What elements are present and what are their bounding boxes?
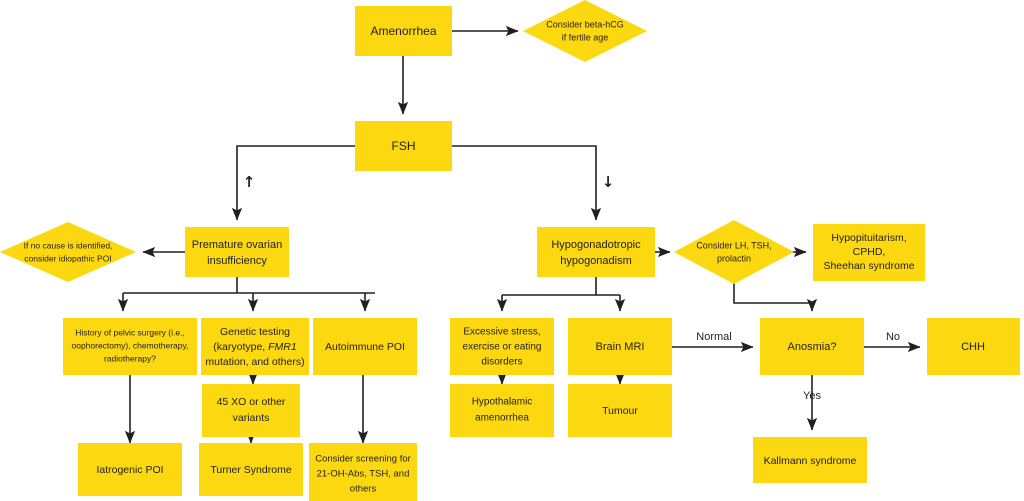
node-beta-hcg-line2: if fertile age (562, 32, 609, 42)
connector-fsh-to-hh (452, 145, 602, 221)
node-history-pelvic-surgery[interactable]: History of pelvic surgery (i.e., oophore… (63, 318, 197, 375)
node-amenorrhea[interactable]: Amenorrhea (355, 6, 452, 56)
node-idiopathic-poi[interactable]: If no cause is identified, consider idio… (0, 222, 136, 282)
node-iatrogenic-poi[interactable]: Iatrogenic POI (78, 443, 182, 496)
node-idiopathic-line2: consider idiopathic POI (24, 253, 111, 263)
node-idiopathic-line1: If no cause is identified, (24, 240, 113, 250)
node-screening-line3: others (350, 484, 377, 495)
node-beta-hcg-line1: Consider beta-hCG (546, 19, 624, 29)
node-screening-line1: Consider screening for (315, 454, 411, 465)
node-hypoth-line2: amenorrhea (475, 413, 529, 424)
node-genetic-line3: mutation, and others) (205, 356, 304, 368)
node-45xo-line2: variants (233, 412, 270, 424)
node-tumour-label: Tumour (602, 405, 638, 417)
connector-poi-branch-pelvic (123, 277, 375, 311)
node-genetic-line2-gene: FMR1 (268, 341, 297, 353)
node-anosmia[interactable]: Anosmia? (760, 318, 864, 375)
connector-layer (123, 25, 921, 444)
node-autoimmune-label: Autoimmune POI (325, 341, 405, 353)
node-hypoth-line1: Hypothalamic (472, 397, 533, 408)
node-stress-line3: disorders (481, 357, 522, 368)
node-hypogonadotropic-hypogonadism[interactable]: Hypogonadotropic hypogonadism (537, 227, 655, 277)
node-mri-label: Brain MRI (596, 341, 645, 353)
connector-lhtsh-to-anosmia (733, 282, 818, 312)
edge-label-fsh-elevated: ↑ (243, 173, 256, 191)
edge-label-no: No (886, 331, 900, 343)
node-stress-line2: exercise or eating (463, 342, 542, 353)
node-45xo-variants[interactable]: 45 XO or other variants (202, 384, 300, 437)
node-chh[interactable]: CHH (927, 318, 1020, 375)
node-kallmann-label: Kallmann syndrome (764, 455, 857, 467)
node-genetic-line2-prefix: (karyotype, (213, 341, 268, 353)
node-turner-label: Turner Syndrome (210, 464, 291, 476)
node-hypothalamic-amenorrhea[interactable]: Hypothalamic amenorrhea (450, 384, 554, 437)
node-brain-mri[interactable]: Brain MRI (568, 318, 672, 375)
node-hh-line2: hypogonadism (560, 255, 632, 267)
node-pelvic-line2: oophorectomy), chemotherapy, (71, 340, 188, 350)
node-iatrogenic-label: Iatrogenic POI (96, 464, 163, 476)
node-premature-ovarian-insufficiency[interactable]: Premature ovarian insufficiency (185, 227, 289, 277)
node-pelvic-line1: History of pelvic surgery (i.e., (75, 327, 185, 337)
node-consider-beta-hcg[interactable]: Consider beta-hCG if fertile age (523, 0, 647, 62)
node-45xo-line1: 45 XO or other (217, 396, 286, 408)
node-screening-line2: 21-OH-Abs, TSH, and (317, 469, 410, 480)
node-amenorrhea-label: Amenorrhea (370, 24, 436, 38)
node-genetic-testing[interactable]: Genetic testing (karyotype, FMR1 mutatio… (201, 318, 309, 375)
node-hypopit-line1: Hypopituitarism, (831, 232, 906, 244)
node-consider-lh-tsh-prolactin[interactable]: Consider LH, TSH, prolactin (674, 220, 794, 284)
node-anosmia-label: Anosmia? (788, 341, 837, 353)
node-lhtsh-line1: Consider LH, TSH, (696, 240, 771, 250)
node-genetic-line2: (karyotype, FMR1 (213, 341, 296, 353)
node-poi-line2: insufficiency (207, 255, 267, 267)
edge-label-fsh-low: ↓ (602, 173, 615, 191)
node-fsh-label: FSH (392, 139, 416, 153)
node-stress-line1: Excessive stress, (463, 327, 540, 338)
node-hh-line1: Hypogonadotropic (551, 239, 641, 251)
edge-label-yes: Yes (803, 390, 821, 402)
node-autoimmune-poi[interactable]: Autoimmune POI (313, 318, 417, 375)
node-lhtsh-line2: prolactin (717, 253, 751, 263)
node-pelvic-line3: radiotherapy? (104, 353, 156, 363)
node-hypopit-line2: CPHD, (853, 246, 886, 258)
connector-fsh-to-poi (231, 145, 355, 221)
node-hypopituitarism[interactable]: Hypopituitarism, CPHD, Sheehan syndrome (813, 224, 925, 281)
node-chh-label: CHH (961, 341, 985, 353)
node-fsh[interactable]: FSH (355, 121, 452, 171)
node-tumour[interactable]: Tumour (568, 384, 672, 437)
edge-label-normal: Normal (696, 331, 731, 343)
node-kallmann-syndrome[interactable]: Kallmann syndrome (753, 437, 867, 483)
node-consider-screening[interactable]: Consider screening for 21-OH-Abs, TSH, a… (309, 443, 417, 501)
node-hypopit-line3: Sheehan syndrome (823, 260, 914, 272)
node-genetic-line1: Genetic testing (220, 326, 290, 338)
connector-hh-branch-stress (502, 277, 620, 311)
node-excessive-stress[interactable]: Excessive stress, exercise or eating dis… (450, 318, 554, 375)
node-turner-syndrome[interactable]: Turner Syndrome (199, 443, 303, 496)
node-poi-line1: Premature ovarian (192, 239, 283, 251)
